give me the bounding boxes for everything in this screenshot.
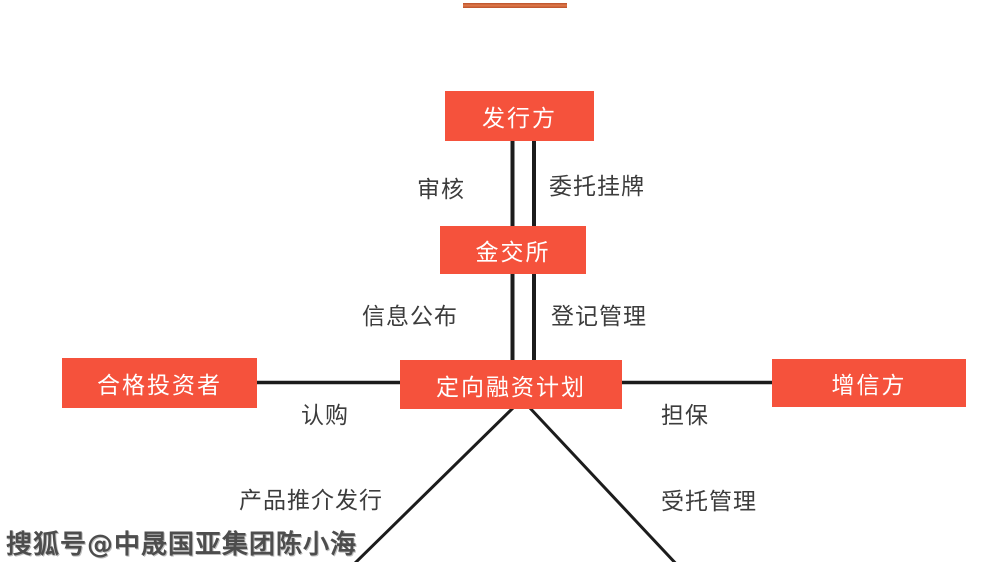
node-credit-enhancer: 增信方 — [772, 359, 966, 407]
node-directed-financing-plan: 定向融资计划 — [400, 360, 622, 409]
node-exchange-label: 金交所 — [475, 240, 551, 266]
edge-diagonal-right — [527, 405, 677, 562]
node-qualified-investors: 合格投资者 — [62, 358, 257, 408]
edge-label-review: 审核 — [417, 177, 465, 203]
edge-label-subscription: 认购 — [301, 403, 349, 429]
edge-label-guarantee: 担保 — [661, 403, 709, 429]
edge-diagonal-left — [353, 405, 516, 562]
node-investors-label: 合格投资者 — [97, 373, 222, 399]
edge-label-information-disclosure: 信息公布 — [362, 304, 458, 330]
node-issuer: 发行方 — [445, 91, 594, 141]
node-exchange: 金交所 — [440, 226, 586, 274]
node-credit-label: 增信方 — [831, 373, 907, 399]
title-underline-bar — [463, 3, 567, 8]
node-plan-label: 定向融资计划 — [436, 374, 586, 401]
watermark-sohu-account: 搜狐号@中晟国亚集团陈小海 — [6, 530, 358, 560]
node-issuer-label: 发行方 — [482, 106, 557, 132]
edge-label-entrusted-listing: 委托挂牌 — [549, 174, 645, 200]
edge-label-product-promotion-issuance: 产品推介发行 — [239, 488, 383, 514]
edge-label-entrusted-management: 受托管理 — [661, 489, 757, 515]
edge-label-registration-management: 登记管理 — [551, 304, 647, 330]
